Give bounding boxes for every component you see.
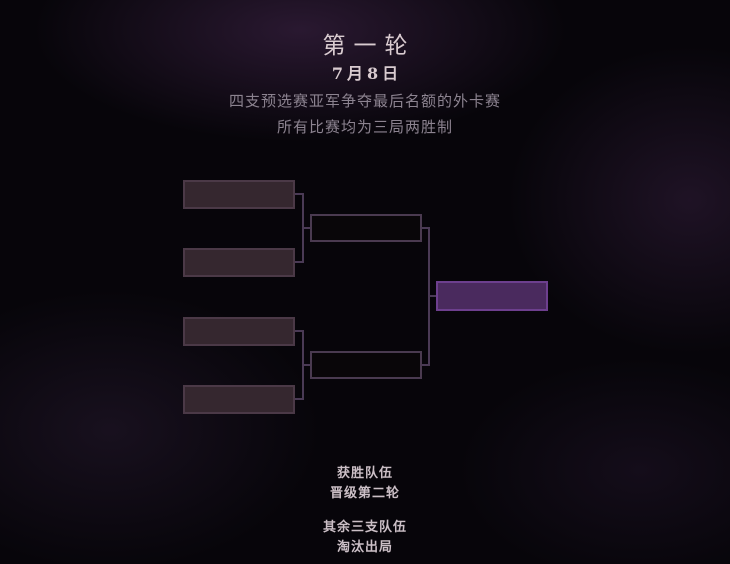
bracket-slot-r1-4: [183, 385, 295, 414]
bracket-slot-final: [436, 281, 548, 311]
elimination-note-line-1: 其余三支队伍: [322, 520, 407, 535]
winner-note-line-1: 获胜队伍: [336, 466, 393, 481]
bracket-slot-r1-1: [183, 180, 295, 209]
winner-note-line-2: 晋级第二轮: [329, 486, 400, 501]
connector-r1-top-pair: [295, 193, 304, 263]
round-title: 第一轮: [322, 33, 416, 59]
description-line-2: 所有比赛均为三局两胜制: [276, 118, 453, 136]
round-date: 7月8日: [331, 64, 403, 83]
connector-r1-bottom-pair: [295, 330, 304, 400]
bracket-slot-r2-2: [310, 351, 422, 379]
bracket-slot-r1-3: [183, 317, 295, 346]
connector-r2-pair: [422, 227, 430, 366]
bracket-slot-r2-1: [310, 214, 422, 242]
elimination-note-line-2: 淘汰出局: [336, 540, 393, 555]
description-line-1: 四支预选赛亚军争夺最后名额的外卡赛: [228, 92, 501, 110]
bracket-slot-r1-2: [183, 248, 295, 277]
